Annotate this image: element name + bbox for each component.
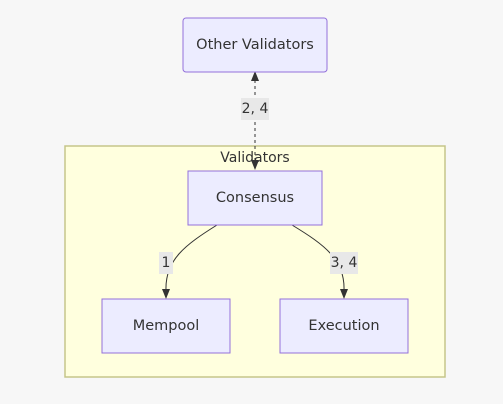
arrowhead-mempool-icon bbox=[162, 289, 170, 299]
edge-consensus-mempool bbox=[165, 224, 218, 291]
node-other-validators[interactable]: Other Validators bbox=[182, 17, 328, 73]
node-box bbox=[101, 298, 231, 354]
node-box bbox=[279, 298, 409, 354]
node-label: Mempool bbox=[133, 318, 200, 334]
node-label: Other Validators bbox=[196, 37, 314, 53]
arrowhead-down-icon bbox=[251, 160, 259, 170]
edge-label-consensus-other: 2, 4 bbox=[241, 98, 269, 120]
arrowhead-execution-icon bbox=[340, 289, 348, 299]
node-label: Consensus bbox=[216, 190, 294, 206]
node-mempool[interactable]: Mempool bbox=[101, 298, 231, 354]
node-box bbox=[187, 170, 323, 226]
edge-label-text: 1 bbox=[162, 255, 171, 271]
arrowhead-up-icon bbox=[251, 71, 259, 81]
edge-label-consensus-mempool: 1 bbox=[159, 252, 173, 274]
edge-label-text: 3, 4 bbox=[331, 255, 358, 271]
node-consensus[interactable]: Consensus bbox=[187, 170, 323, 226]
node-execution[interactable]: Execution bbox=[279, 298, 409, 354]
node-label: Execution bbox=[308, 318, 379, 334]
node-box bbox=[182, 17, 328, 73]
edge-label-consensus-execution: 3, 4 bbox=[330, 252, 358, 274]
edge-label-text: 2, 4 bbox=[242, 101, 269, 117]
